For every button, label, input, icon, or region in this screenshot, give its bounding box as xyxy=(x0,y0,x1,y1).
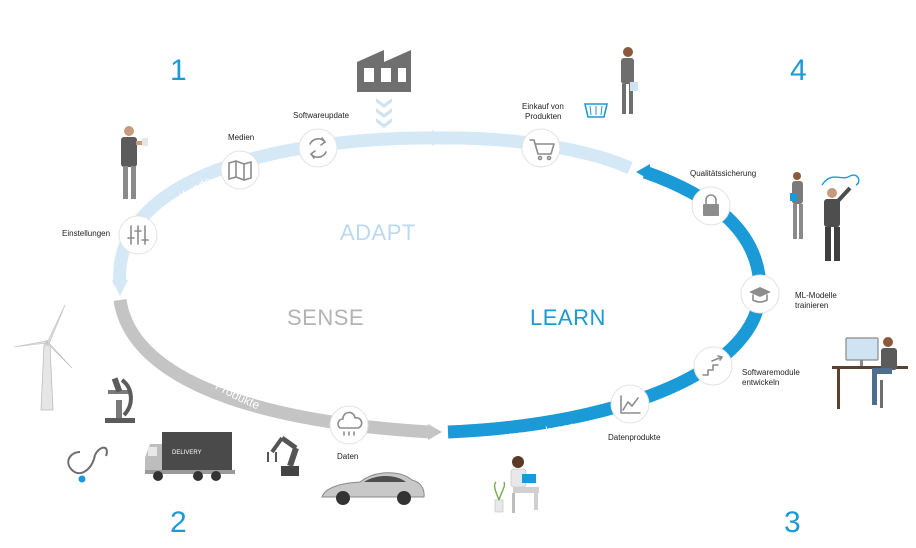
chevron-down-icon xyxy=(376,98,392,108)
adapt-arrowhead xyxy=(112,280,128,296)
node-label-medien: Medien xyxy=(228,133,254,142)
person-tablet-illustration xyxy=(121,126,148,199)
node-label-qualitaet: Qualitätssicherung xyxy=(690,169,756,178)
node-label-swmod-line1: Softwaremodule xyxy=(742,368,800,377)
step-number-4: 4 xyxy=(790,54,807,87)
node-label-datenprodukte: Datenprodukte xyxy=(608,433,661,442)
node-label-einkauf-line1: Einkauf von xyxy=(522,102,564,111)
node-label-daten: Daten xyxy=(337,452,358,461)
truck-label: DELIVERY xyxy=(172,450,202,456)
step-number-2: 2 xyxy=(170,506,187,539)
cloud-data-icon xyxy=(337,411,363,436)
car-illustration xyxy=(321,472,425,505)
node-label-ml-line2: trainieren xyxy=(795,301,828,310)
chevron-down-icon xyxy=(376,108,392,118)
stethoscope-illustration xyxy=(67,446,108,483)
person-desk-illustration xyxy=(832,337,908,409)
step-number-3: 3 xyxy=(784,506,801,539)
lock-icon xyxy=(703,194,719,216)
phase-adapt: ADAPT xyxy=(340,220,416,245)
node-label-ml-line1: ML-Modelle xyxy=(795,291,837,300)
node-medien: Medien xyxy=(220,133,260,190)
woman-laptop-illustration xyxy=(493,456,539,513)
step-number-1: 1 xyxy=(170,54,187,87)
team-whiteboard-illustration xyxy=(790,172,860,261)
node-label-swmod-line2: entwickeln xyxy=(742,378,779,387)
node-label-einkauf-line2: Produkten xyxy=(525,112,561,121)
node-label-softwareupdate: Softwareupdate xyxy=(293,111,350,120)
node-daten: Daten xyxy=(329,405,369,461)
sliders-icon xyxy=(127,225,149,245)
robot-arm-illustration xyxy=(267,435,299,476)
node-datenprodukte: Datenprodukte xyxy=(608,384,661,442)
node-ml-modelle: ML-Modelle trainieren xyxy=(740,274,837,314)
cart-icon xyxy=(529,139,555,161)
top-arrowhead xyxy=(432,130,445,146)
stairs-up-icon xyxy=(702,355,723,376)
map-icon xyxy=(228,160,252,181)
delivery-truck-illustration: DELIVERY xyxy=(145,432,235,481)
node-einstellungen: Einstellungen xyxy=(62,215,158,255)
phase-learn: LEARN xyxy=(530,305,606,330)
node-qualitaet: Qualitätssicherung xyxy=(690,169,756,226)
refresh-icon xyxy=(309,137,327,159)
wind-turbine-illustration xyxy=(13,304,73,411)
woman-shopping-illustration xyxy=(583,47,638,118)
chevron-down-icon xyxy=(376,118,392,128)
node-label-einstellungen: Einstellungen xyxy=(62,229,110,238)
node-softwareupdate: Softwareupdate xyxy=(293,111,350,168)
node-einkauf: Einkauf von Produkten xyxy=(521,102,564,168)
adapt-arc xyxy=(113,131,633,286)
factory-illustration xyxy=(357,50,411,128)
phase-sense: SENSE xyxy=(287,305,364,330)
microscope-illustration xyxy=(105,377,135,423)
line-chart-icon xyxy=(620,395,641,414)
cycle-ring xyxy=(112,130,767,440)
learn-arrowhead xyxy=(636,164,650,180)
sense-arrowhead xyxy=(428,424,442,440)
sense-arc xyxy=(113,298,431,439)
node-softwaremodule: Softwaremodule entwickeln xyxy=(693,346,800,387)
graduation-cap-icon xyxy=(749,287,771,303)
basket-icon xyxy=(583,103,609,118)
